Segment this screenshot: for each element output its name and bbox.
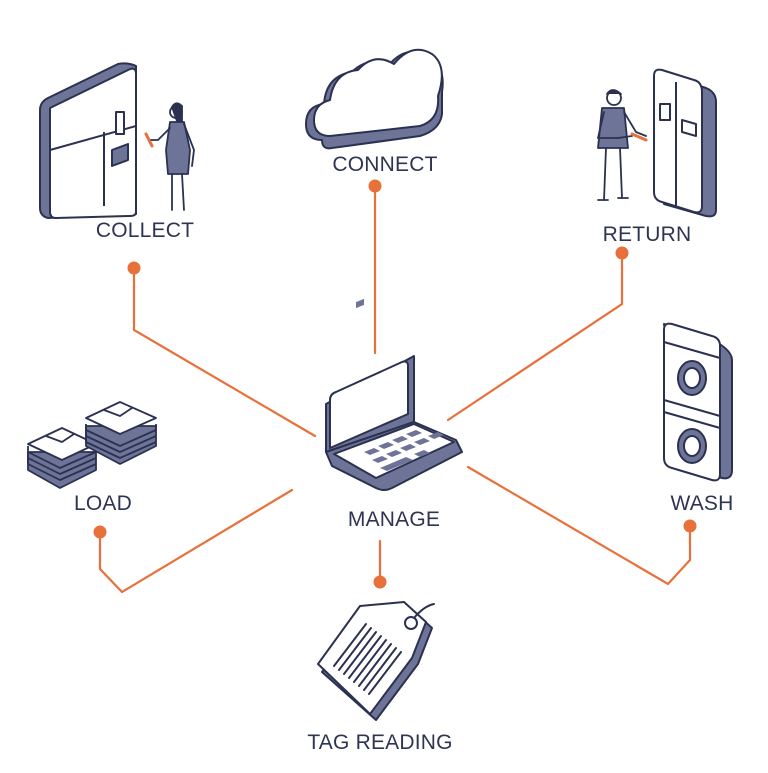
connector-return — [446, 251, 624, 422]
dot-load — [93, 525, 107, 539]
connector-wash — [466, 465, 692, 586]
tag-icon — [317, 601, 435, 721]
man-figure-icon — [597, 89, 648, 201]
return-machine-icon — [653, 68, 717, 218]
label-wash: WASH — [670, 492, 734, 515]
connector-load — [98, 488, 294, 594]
label-return: RETURN — [602, 223, 692, 246]
woman-figure-icon — [144, 102, 195, 211]
label-connect: CONNECT — [332, 153, 438, 176]
label-tag-reading: TAG READING — [307, 731, 453, 754]
laptop-icon — [325, 355, 463, 491]
connectors — [98, 184, 692, 594]
laptop-keys-icon — [364, 430, 444, 471]
connector-dots — [93, 179, 697, 589]
dot-wash — [683, 519, 697, 533]
dispenser-machine-icon — [39, 62, 137, 219]
folded-clothes-icon — [27, 401, 157, 489]
washing-machine-icon — [663, 322, 733, 482]
dot-tag-reading — [373, 575, 387, 589]
laptop-keyboard-icon — [356, 298, 364, 309]
dot-return — [615, 246, 629, 260]
cloud-icon — [305, 48, 444, 150]
connector-collect — [132, 266, 317, 438]
dot-collect — [127, 261, 141, 275]
label-collect: COLLECT — [95, 219, 195, 242]
label-manage: MANAGE — [347, 508, 441, 531]
label-load: LOAD — [74, 492, 132, 515]
dot-connect — [368, 179, 382, 193]
